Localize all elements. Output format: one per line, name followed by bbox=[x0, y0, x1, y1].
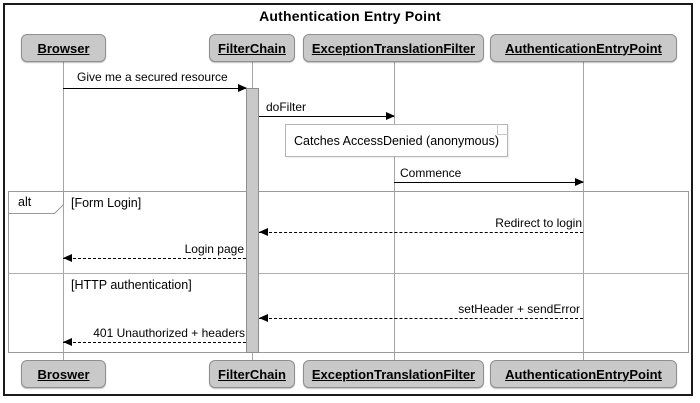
lifeline-browser bbox=[63, 62, 64, 360]
participant-exceptiontranslationfilter-top: ExceptionTranslationFilter bbox=[303, 34, 484, 62]
arrowhead-left-icon bbox=[63, 338, 72, 346]
participant-authenticationentrypoint-bottom: AuthenticationEntryPoint bbox=[490, 360, 677, 388]
message-arrow-dashed bbox=[63, 342, 246, 343]
arrowhead-left-icon bbox=[259, 314, 268, 322]
participant-label: ExceptionTranslationFilter bbox=[311, 366, 476, 382]
message-label: setHeader + sendError bbox=[458, 302, 580, 316]
lifeline-exceptiontranslationfilter bbox=[394, 62, 395, 360]
participant-browser-top: Browser bbox=[21, 34, 106, 62]
message-label: Give me a secured resource bbox=[77, 70, 228, 84]
note-fold-icon bbox=[497, 124, 508, 135]
participant-label: AuthenticationEntryPoint bbox=[505, 366, 662, 382]
arrowhead-right-icon bbox=[386, 112, 395, 120]
alt-operator-label: alt bbox=[18, 195, 32, 209]
message-arrow-dashed bbox=[259, 232, 583, 233]
alt-guard-http-authentication: [HTTP authentication] bbox=[71, 278, 192, 292]
participant-authenticationentrypoint-top: AuthenticationEntryPoint bbox=[490, 34, 677, 62]
message-label: Commence bbox=[400, 166, 462, 180]
alt-frame: alt [Form Login] [HTTP authentication] bbox=[8, 191, 689, 353]
message-arrow bbox=[63, 88, 246, 89]
message-arrow bbox=[394, 182, 583, 183]
participant-label: ExceptionTranslationFilter bbox=[311, 40, 476, 56]
arrowhead-right-icon bbox=[238, 84, 247, 92]
participant-label: Broswer bbox=[37, 366, 90, 382]
note-catches-accessdenied: Catches AccessDenied (anonymous) bbox=[285, 124, 508, 157]
participant-label: Browser bbox=[37, 40, 90, 56]
arrowhead-left-icon bbox=[259, 228, 268, 236]
arrowhead-left-icon bbox=[63, 254, 72, 262]
message-arrow bbox=[259, 116, 394, 117]
participant-filterchain-bottom: FilterChain bbox=[209, 360, 295, 388]
participant-label: FilterChain bbox=[218, 366, 286, 382]
message-label: 401 Unauthorized + headers bbox=[93, 326, 245, 340]
participant-filterchain-top: FilterChain bbox=[209, 34, 295, 62]
activation-bar-filterchain bbox=[246, 88, 259, 353]
alt-operator-pentagon bbox=[8, 191, 64, 214]
participant-exceptiontranslationfilter-bottom: ExceptionTranslationFilter bbox=[303, 360, 484, 388]
alt-section-divider bbox=[9, 273, 688, 274]
message-arrow-dashed bbox=[63, 258, 246, 259]
message-label: doFilter bbox=[266, 100, 307, 114]
note-text: Catches AccessDenied (anonymous) bbox=[294, 133, 499, 148]
diagram-border bbox=[3, 3, 693, 396]
lifeline-authenticationentrypoint bbox=[583, 62, 584, 360]
diagram-title: Authentication Entry Point bbox=[259, 8, 441, 24]
participant-label: AuthenticationEntryPoint bbox=[505, 40, 662, 56]
participant-label: FilterChain bbox=[218, 40, 286, 56]
message-label: Login page bbox=[184, 242, 244, 256]
alt-guard-form-login: [Form Login] bbox=[71, 196, 142, 210]
message-arrow-dashed bbox=[259, 318, 583, 319]
participant-broswer-bottom: Broswer bbox=[21, 360, 106, 388]
message-label: Redirect to login bbox=[495, 216, 582, 230]
arrowhead-right-icon bbox=[575, 178, 584, 186]
